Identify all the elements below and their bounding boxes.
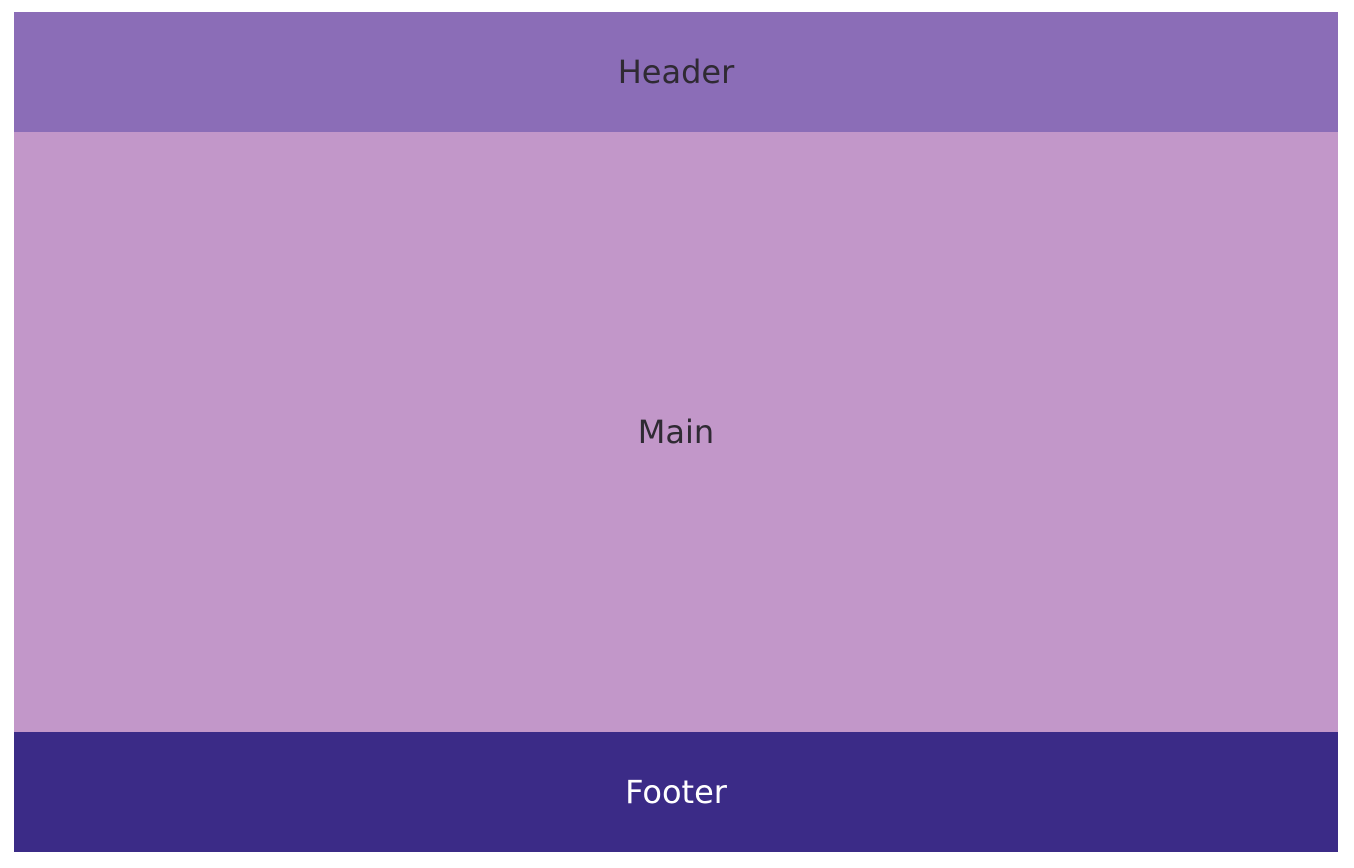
main-label: Main <box>637 413 715 451</box>
footer-label: Footer <box>625 773 727 811</box>
header-region: Header <box>14 12 1338 132</box>
header-label: Header <box>617 53 735 91</box>
footer-region: Footer <box>14 732 1338 852</box>
page-layout: Header Main Footer <box>14 12 1338 852</box>
main-region: Main <box>14 132 1338 732</box>
